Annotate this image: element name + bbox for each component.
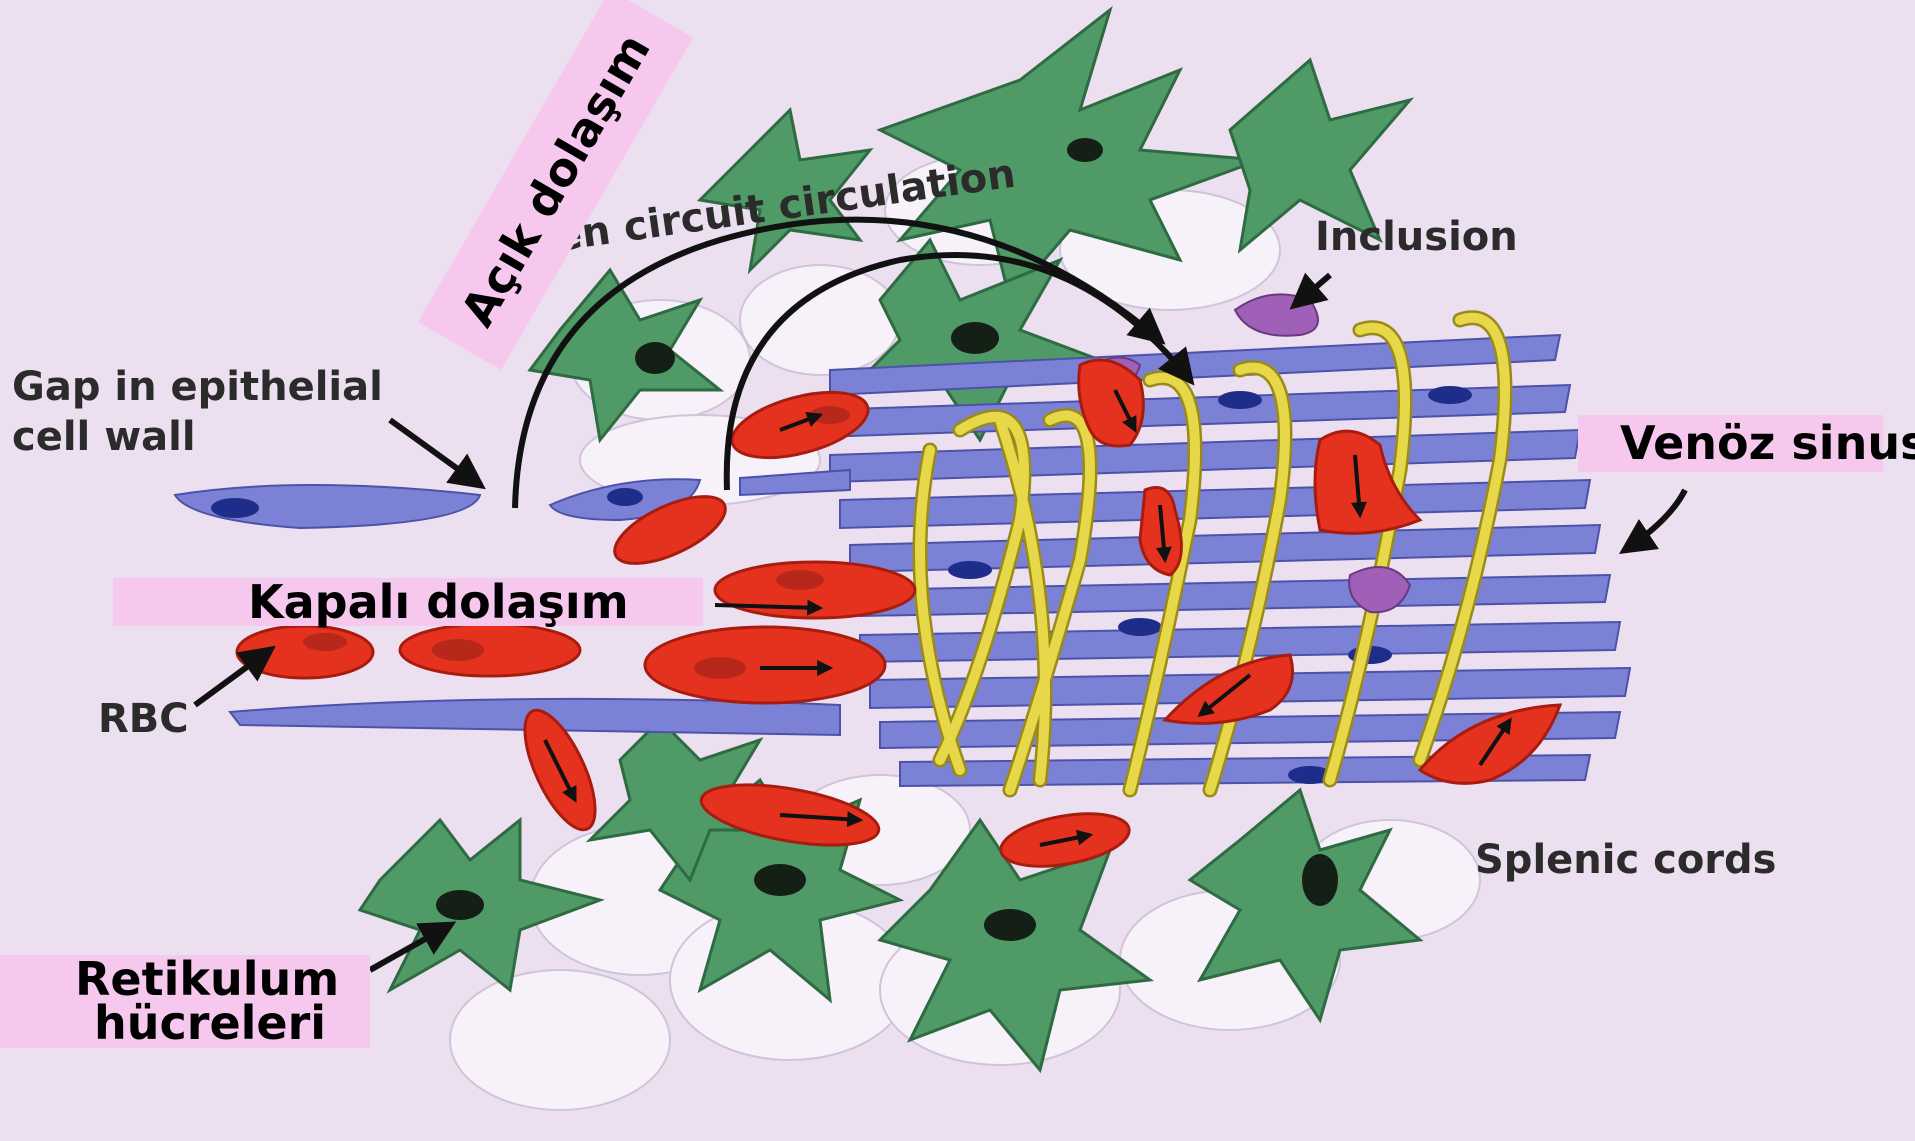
gap-label-line2: cell wall — [12, 415, 196, 459]
retikulum-tag: Retikulum hücreleri — [0, 955, 370, 1048]
retikulum-tag-line2: hücreleri — [75, 1001, 370, 1045]
retikulum-tag-line1: Retikulum — [75, 957, 370, 1001]
venoz-sinus-tag: Venöz sinus — [1578, 415, 1883, 472]
inclusion-label: Inclusion — [1315, 215, 1518, 259]
rbc-pointer-arrow — [195, 650, 270, 705]
gap-label-line1: Gap in epithelial — [12, 365, 383, 409]
inclusion-pointer-arrow — [1295, 275, 1330, 305]
gap-pointer-arrow — [390, 420, 480, 485]
splenic-cords-label: Splenic cords — [1475, 838, 1776, 882]
rbc-label: RBC — [98, 697, 189, 741]
sinus-pointer-arrow — [1625, 490, 1685, 550]
kapali-dolasim-tag: Kapalı dolaşım — [113, 578, 703, 626]
